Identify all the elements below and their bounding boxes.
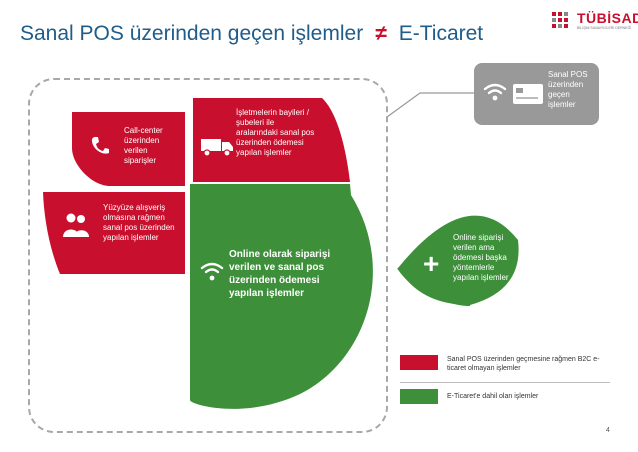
dealers-segment	[193, 98, 350, 182]
title-right: E-Ticaret	[398, 22, 484, 45]
call-center-segment	[72, 112, 185, 186]
legend-swatch-green	[400, 389, 438, 405]
wifi-icon	[483, 83, 507, 101]
not-equal-symbol: ≠	[375, 22, 387, 45]
call-center-label: Call-center üzerinden verilen siparişler	[124, 126, 163, 165]
logo-subtitle: BİLİŞİM SANAYİCİLERİ DERNEĞİ	[577, 26, 632, 30]
legend-text-green: E-Ticaret'e dahil olan işlemler	[447, 393, 539, 401]
plus-symbol: +	[423, 248, 440, 279]
credit-card-icon	[513, 84, 543, 104]
page-title: Sanal POS üzerinden geçen işlemler ≠ E-Tic…	[20, 22, 483, 46]
legend-item-red: Sanal POS üzerinden geçmesine rağmen B2C…	[400, 355, 610, 373]
page-number: 4	[606, 427, 610, 434]
plus-note-label: Online siparişi verilen ama ödemesi başk…	[453, 233, 509, 282]
wifi-icon	[200, 262, 224, 281]
truck-icon	[201, 139, 233, 157]
people-icon	[63, 213, 89, 237]
sanal-pos-card: Sanal POS üzerinden geçen işlemler	[474, 63, 599, 125]
dashed-region	[28, 78, 388, 433]
legend-swatch-red	[400, 355, 438, 370]
sanal-pos-card-label: Sanal POS üzerinden geçen işlemler	[548, 70, 588, 109]
phone-icon	[91, 137, 109, 154]
legend-text-red: Sanal POS üzerinden geçmesine rağmen B2C…	[447, 356, 600, 373]
face-to-face-label: Yüzyüze alışveriş olmasına rağmen sanal …	[103, 203, 175, 242]
dealers-label: İşletmelerin bayileri / şubeleri ile ara…	[236, 108, 315, 157]
logo-name: TÜBİSAD	[577, 10, 638, 26]
legend-item-green: E-Ticaret'e dahil olan işlemler	[400, 389, 610, 405]
online-label: Online olarak siparişi verilen ve sanal …	[229, 249, 331, 299]
logo-mark-icon	[552, 12, 568, 28]
face-to-face-segment	[43, 192, 185, 274]
tubisad-logo: TÜBİSAD BİLİŞİM SANAYİCİLERİ DERNEĞİ	[551, 10, 638, 36]
legend: Sanal POS üzerinden geçmesine rağmen B2C…	[400, 355, 610, 405]
legend-divider	[400, 382, 610, 384]
title-left: Sanal POS üzerinden geçen işlemler	[20, 22, 364, 45]
